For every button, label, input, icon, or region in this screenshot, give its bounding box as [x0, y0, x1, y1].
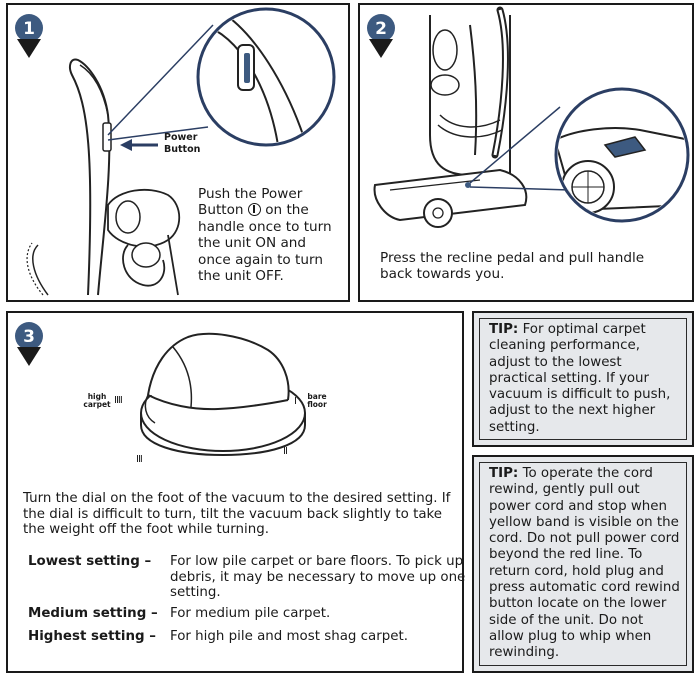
tip-heading: TIP:: [489, 322, 519, 337]
step-1-badge: 1: [14, 13, 44, 58]
svg-text:2: 2: [375, 19, 387, 39]
setting-label: Highest setting –: [28, 629, 156, 644]
setting-desc: For low pile carpet or bare floors. To p…: [170, 554, 466, 601]
vacuum-recline-illustration: [373, 6, 690, 228]
dial-mark-2: II: [283, 446, 288, 457]
step-badge-icon: 3: [15, 322, 43, 366]
setting-row-highest: Highest setting – For high pile and most…: [28, 629, 458, 647]
dial-mark-1: I: [294, 396, 297, 407]
step-1-instruction: Push the Power Button on the handle once…: [198, 186, 332, 285]
setting-label: Medium setting –: [28, 606, 158, 621]
bare-floor-label: bare floor: [307, 392, 327, 409]
high-carpet-label: high carpet: [83, 392, 111, 409]
step-badge-icon: 1: [15, 14, 43, 58]
tip-text: TIP: For optimal carpet cleaning perform…: [479, 318, 687, 440]
tip-heading: TIP:: [489, 466, 519, 481]
step-1-panel: 1 Power Button Push the Power B: [6, 3, 350, 302]
step-3-badge: 3: [14, 321, 44, 366]
tip-body: For optimal carpet cleaning performance,…: [489, 322, 671, 435]
dial-mark-3: III: [136, 454, 143, 465]
tip-box-cord-rewind: TIP: To operate the cord rewind, gently …: [472, 455, 694, 673]
tip-text: TIP: To operate the cord rewind, gently …: [479, 462, 687, 666]
power-button-callout: Power Button: [164, 132, 201, 155]
power-symbol-icon: [247, 203, 261, 217]
setting-desc: For medium pile carpet.: [170, 606, 331, 621]
setting-label: Lowest setting –: [28, 554, 152, 569]
step-3-instruction: Turn the dial on the foot of the vacuum …: [23, 491, 451, 538]
step-2-badge: 2: [366, 13, 396, 58]
tip-box-carpet-setting: TIP: For optimal carpet cleaning perform…: [472, 311, 694, 447]
power-button-small: [102, 122, 112, 152]
svg-text:3: 3: [23, 327, 35, 347]
setting-row-medium: Medium setting – For medium pile carpet.: [28, 606, 458, 624]
vacuum-handle-illustration: [26, 7, 336, 296]
step-3-panel: 3 high carpet IIII bare floor I III II T…: [6, 311, 465, 673]
tip-body: To operate the cord rewind, gently pull …: [489, 466, 680, 661]
setting-desc: For high pile and most shag carpet.: [170, 629, 408, 644]
step-badge-icon: 2: [367, 14, 395, 58]
step-2-panel: 2 Press the recline pedal: [358, 3, 694, 302]
dial-mark-4: IIII: [114, 395, 123, 406]
height-dial-illustration: [140, 332, 306, 457]
svg-text:1: 1: [23, 19, 35, 39]
step-2-instruction: Press the recline pedal and pull handle …: [380, 250, 645, 283]
setting-row-lowest: Lowest setting – For low pile carpet or …: [28, 554, 465, 602]
